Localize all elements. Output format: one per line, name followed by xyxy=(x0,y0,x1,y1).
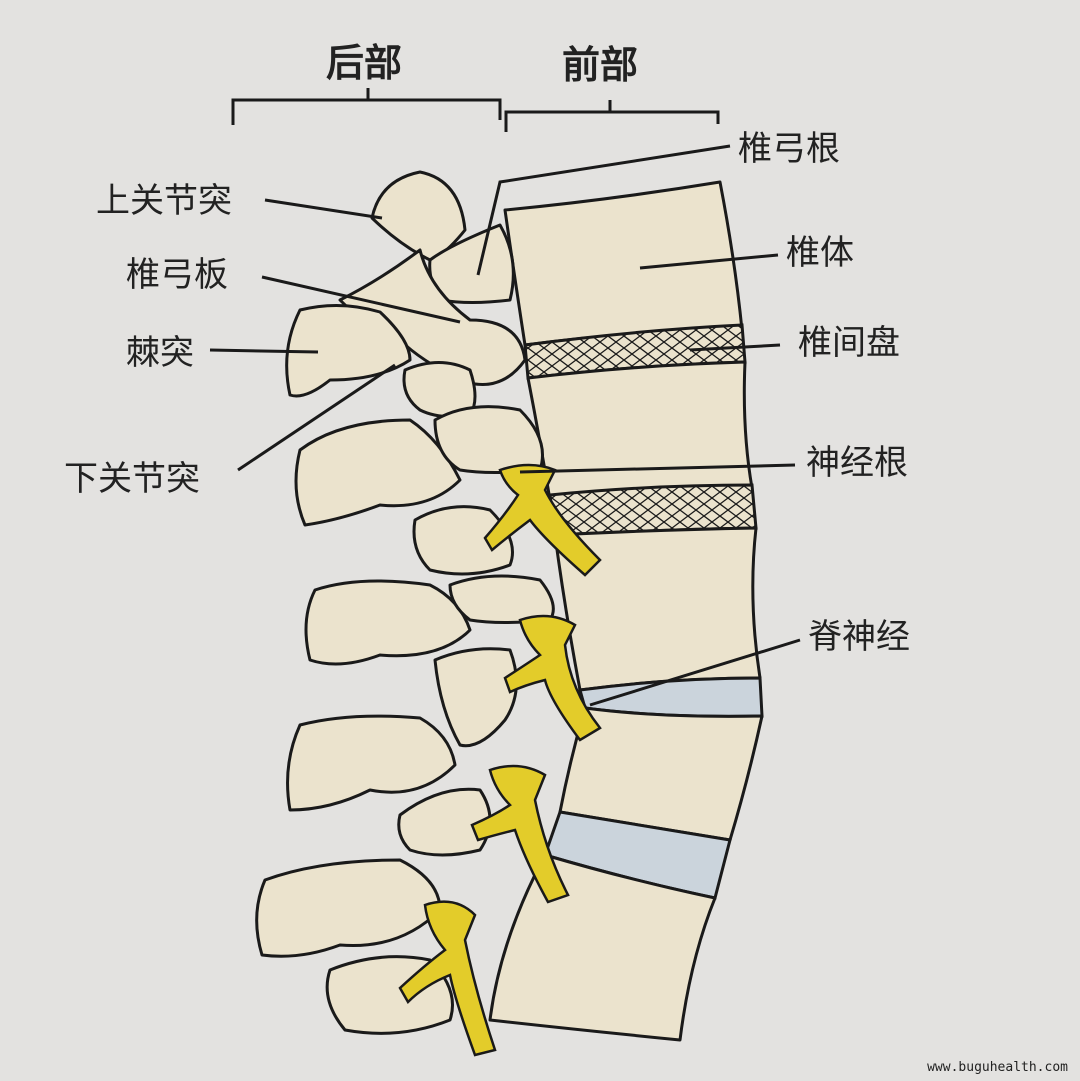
label-spinous-process: 棘突 xyxy=(126,333,194,373)
watermark: www.buguhealth.com xyxy=(927,1060,1068,1075)
label-inferior-articular-process: 下关节突 xyxy=(64,459,200,499)
articular-process-3 xyxy=(412,505,514,576)
anterior-bracket xyxy=(504,100,720,132)
spinous-process-1 xyxy=(285,304,412,398)
vertebral-body-1 xyxy=(503,180,744,347)
articular-process-5 xyxy=(433,647,518,748)
leader-disc xyxy=(689,343,781,352)
label-superior-articular-process: 上关节突 xyxy=(96,181,232,221)
leader-body xyxy=(639,253,779,270)
leader-inferior-articular xyxy=(237,363,396,472)
leader-spinal-nerve xyxy=(589,638,801,707)
label-lamina: 椎弓板 xyxy=(126,255,228,295)
vertebral-body-2 xyxy=(526,360,754,502)
label-nerve-root: 神经根 xyxy=(806,443,908,483)
leader-spinous xyxy=(209,348,319,354)
spinous-process-5 xyxy=(255,858,442,958)
spinous-process-4 xyxy=(286,714,457,812)
articular-process-2 xyxy=(433,405,544,474)
label-intervertebral-disc: 椎间盘 xyxy=(798,323,900,363)
spinal-nerve-2 xyxy=(503,614,602,742)
articular-process-6 xyxy=(397,787,492,857)
label-pedicle: 椎弓根 xyxy=(738,129,840,169)
spinal-nerve-4 xyxy=(398,900,497,1057)
spinous-process-2 xyxy=(294,418,462,527)
superior-articular-process xyxy=(370,170,467,262)
label-vertebral-body: 椎体 xyxy=(786,233,854,273)
nerve-root-1 xyxy=(483,463,602,577)
leader-superior-articular xyxy=(264,198,383,220)
leader-lamina xyxy=(261,275,461,324)
leader-nerve-root xyxy=(519,463,796,474)
spinal-nerve-3 xyxy=(470,764,570,904)
label-spinal-nerve: 脊神经 xyxy=(808,617,910,657)
posterior-header: 后部 xyxy=(326,41,403,85)
posterior-bracket xyxy=(231,88,502,125)
spinous-process-3 xyxy=(304,579,472,666)
leader-pedicle xyxy=(476,144,731,276)
anterior-header: 前部 xyxy=(562,43,639,87)
